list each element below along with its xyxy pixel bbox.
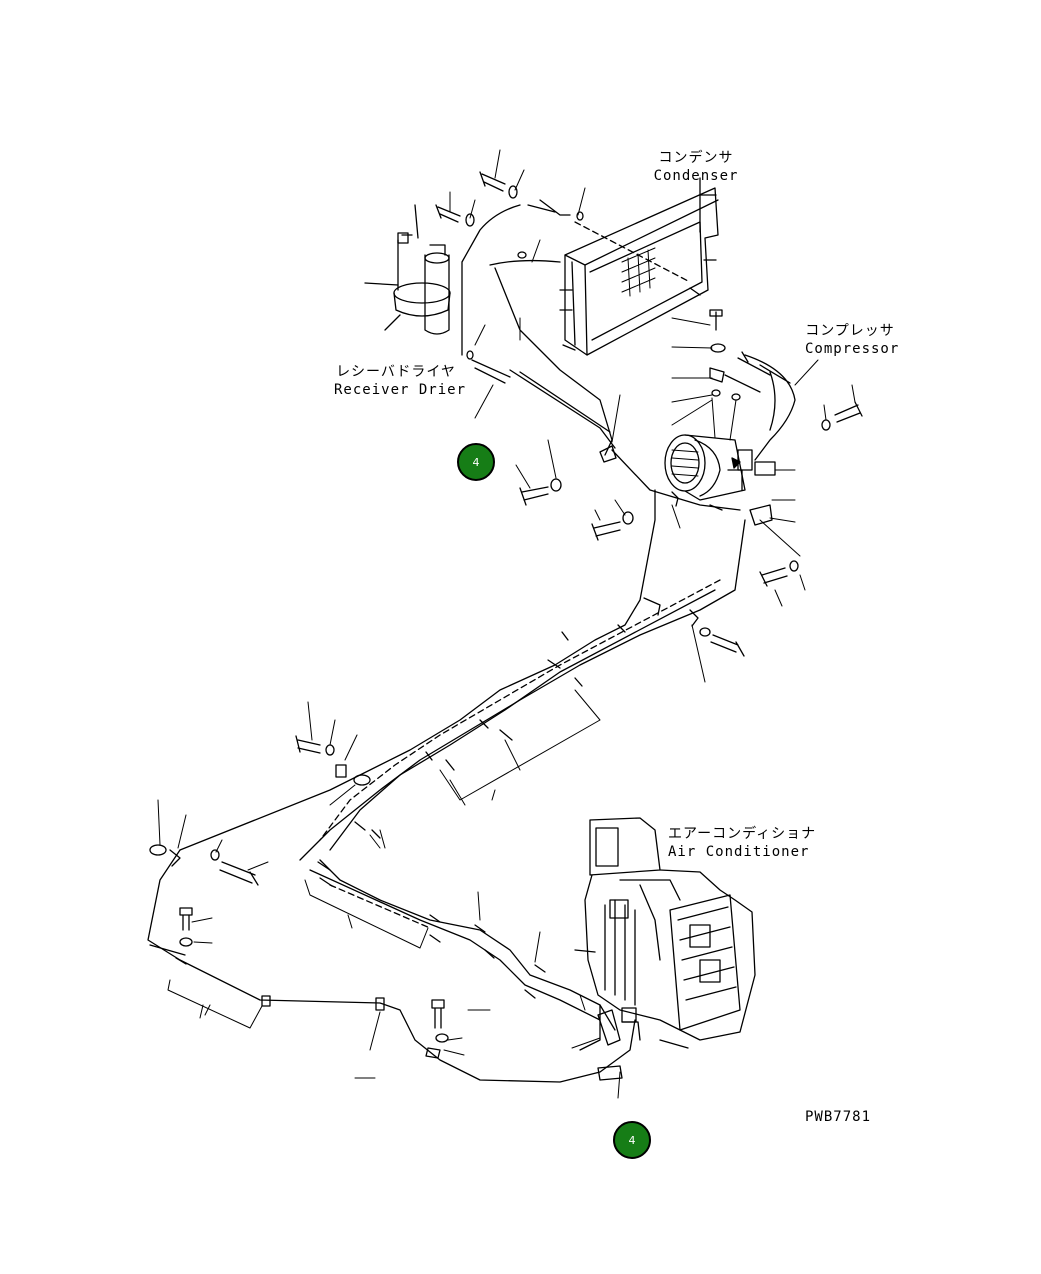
drawing-code: PWB7781 bbox=[805, 1109, 872, 1125]
condenser bbox=[559, 177, 719, 356]
callout-marker[interactable]: 4 bbox=[457, 443, 495, 481]
receiver-drier bbox=[364, 204, 451, 335]
compressor-label-jp: コンプレッサ bbox=[805, 323, 895, 339]
air-conditioner-unit bbox=[574, 817, 756, 1049]
compressor-label-en: Compressor bbox=[805, 341, 900, 357]
receiver-drier-label-en: Receiver Drier bbox=[334, 382, 467, 398]
bolts-and-washers bbox=[179, 171, 863, 1043]
condenser-label-en: Condenser bbox=[653, 168, 739, 184]
air-conditioner-label-en: Air Conditioner bbox=[668, 844, 810, 860]
leader-lines bbox=[157, 149, 856, 1099]
receiver-drier-label-jp: レシーバドライヤ bbox=[336, 364, 456, 380]
refrigerant-piping bbox=[147, 204, 796, 1083]
callout-marker[interactable]: 4 bbox=[613, 1121, 651, 1159]
condenser-label-jp: コンデンサ bbox=[658, 150, 734, 166]
compressor bbox=[664, 434, 753, 511]
clamps bbox=[149, 445, 776, 1081]
air-conditioner-label-jp: エアーコンディショナ bbox=[668, 826, 817, 842]
